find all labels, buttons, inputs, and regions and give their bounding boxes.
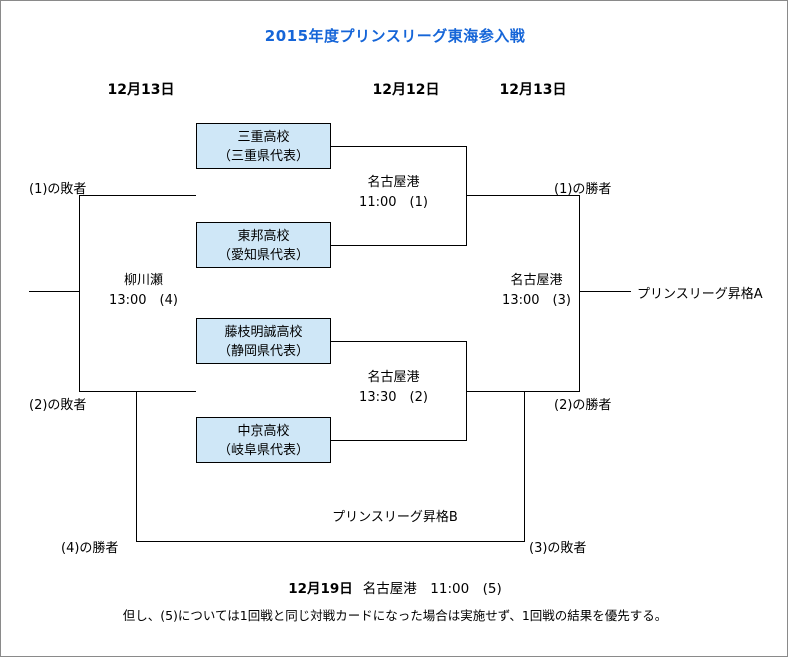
- team-box-chukyo[interactable]: 中京高校 （岐阜県代表）: [196, 417, 331, 463]
- bracket-line-m4-bottom: [79, 391, 196, 392]
- bracket-line-m2-bottom: [331, 440, 466, 441]
- footer-note: 但し、(5)については1回戦と同じ対戦カードになった場合は実施せず、1回戦の結果…: [122, 608, 668, 623]
- label-loser-1: (1)の敗者: [29, 182, 87, 197]
- date-header-right: 12月13日: [499, 82, 567, 98]
- team-name: 中京高校: [237, 424, 290, 439]
- date-header-left: 12月13日: [107, 82, 175, 98]
- label-winner-2: (2)の勝者: [554, 398, 612, 413]
- label-loser-3: (3)の敗者: [529, 541, 587, 556]
- team-name: 藤枝明誠高校: [224, 325, 303, 340]
- team-rep: （愛知県代表）: [217, 247, 309, 263]
- team-name: 東邦高校: [237, 229, 290, 244]
- match-label-3: 名古屋港 13:00 (3): [469, 271, 604, 310]
- match-venue: 名古屋港: [367, 175, 420, 190]
- bracket-line-m5-right-stem: [524, 391, 525, 541]
- date-header-center: 12月12日: [372, 82, 440, 98]
- team-rep: （三重県代表）: [217, 148, 309, 164]
- team-box-mie[interactable]: 三重高校 （三重県代表）: [196, 123, 331, 169]
- match-label-4: 柳川瀬 13:00 (4): [76, 271, 211, 310]
- promotion-label-a: プリンスリーグ昇格A: [637, 287, 763, 302]
- bracket-line-m1-bottom: [331, 245, 466, 246]
- label-loser-2: (2)の敗者: [29, 398, 87, 413]
- match-time: 13:30 (2): [359, 389, 428, 405]
- footer-match-line: 12月19日名古屋港 11:00 (5): [1, 577, 788, 597]
- bracket-line-m4-out: [29, 291, 79, 292]
- match-time: 13:00 (4): [109, 292, 178, 308]
- match-venue: 柳川瀬: [123, 273, 163, 288]
- bracket-line-m1-top: [331, 146, 466, 147]
- match-venue: 名古屋港: [510, 273, 563, 288]
- bracket-line-m5-left-stem: [136, 391, 137, 541]
- bracket-line-m4-top: [79, 195, 196, 196]
- footer-date: 12月19日: [288, 581, 353, 597]
- bracket-line-m3-join: [579, 195, 580, 392]
- team-box-toho[interactable]: 東邦高校 （愛知県代表）: [196, 222, 331, 268]
- team-name: 三重高校: [237, 130, 290, 145]
- promotion-label-b: プリンスリーグ昇格B: [332, 510, 458, 525]
- bracket-line-m3-out: [579, 291, 631, 292]
- team-rep: （静岡県代表）: [217, 343, 309, 359]
- match-label-1: 名古屋港 11:00 (1): [326, 173, 461, 212]
- bracket-line-m4-join: [79, 195, 80, 392]
- match-time: 11:00 (1): [359, 194, 428, 210]
- bracket-line-m2-top: [331, 341, 466, 342]
- footer-detail: 名古屋港 11:00 (5): [362, 581, 502, 597]
- bracket-line-m1-join: [466, 146, 467, 246]
- team-box-fujieda-meisei[interactable]: 藤枝明誠高校 （静岡県代表）: [196, 318, 331, 364]
- label-winner-1: (1)の勝者: [554, 182, 612, 197]
- bracket-line-m5-base: [136, 541, 525, 542]
- match-time: 13:00 (3): [502, 292, 571, 308]
- page-title: 2015年度プリンスリーグ東海参入戦: [264, 27, 526, 45]
- match-venue: 名古屋港: [367, 370, 420, 385]
- bracket-line-m2-out: [466, 391, 580, 392]
- team-rep: （岐阜県代表）: [217, 442, 309, 458]
- match-label-2: 名古屋港 13:30 (2): [326, 368, 461, 407]
- bracket-line-m1-out: [466, 195, 580, 196]
- label-winner-4: (4)の勝者: [61, 541, 119, 556]
